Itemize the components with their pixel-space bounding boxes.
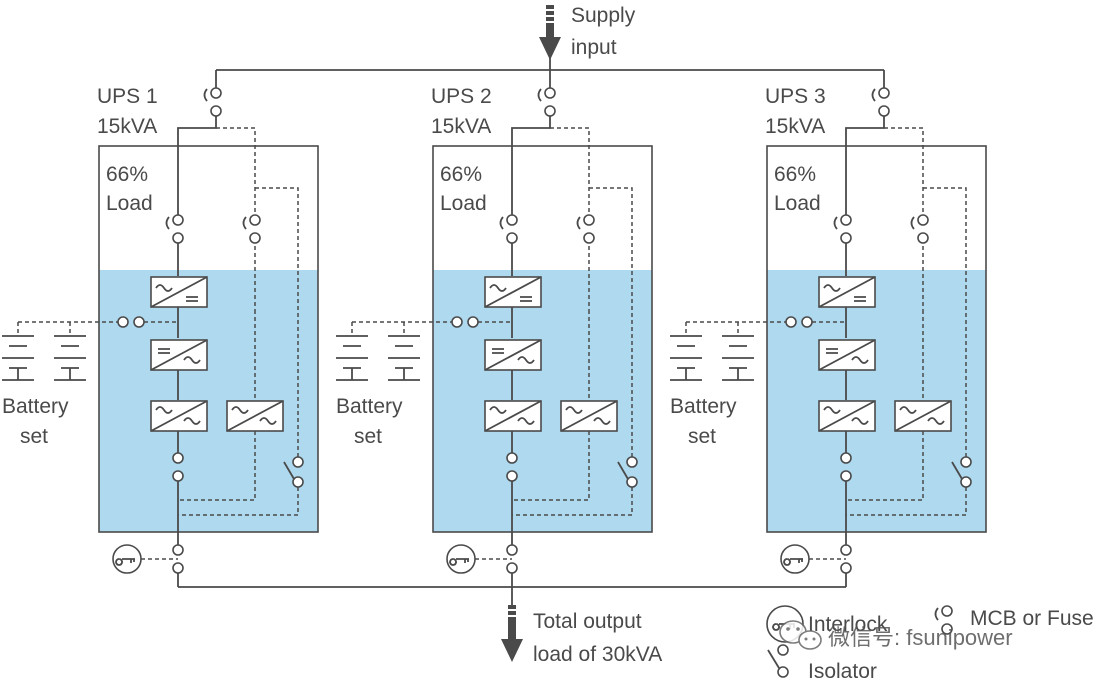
total-output: Total output load of 30kVA <box>501 587 662 666</box>
total-output-line1: Total output <box>533 610 642 633</box>
ups-load-word: Load <box>774 192 821 215</box>
isolator-icon <box>951 461 963 480</box>
battery-icon <box>2 322 86 381</box>
ups-rating: 15kVA <box>97 115 157 138</box>
battery-label-line1: Battery <box>336 395 403 418</box>
watermark-text: 微信号: fsunipower <box>828 625 1013 650</box>
input-bus <box>216 58 884 71</box>
watermark: 微信号: fsunipower <box>779 620 1013 650</box>
total-output-line2: load of 30kVA <box>533 643 662 666</box>
isolator-icon <box>283 461 295 480</box>
supply-label-line1: Supply <box>571 4 636 27</box>
ups-unit-2: UPS 2 15kVA 66% Load Battery set <box>336 70 653 587</box>
supply-label-line2: input <box>571 36 617 59</box>
legend: Interlock MCB or Fuse Isolator <box>766 605 1094 683</box>
battery-label-line2: set <box>354 425 382 448</box>
ups-load-word: Load <box>440 192 487 215</box>
output-arrow-icon <box>501 639 523 662</box>
ups-name: UPS 3 <box>765 85 826 108</box>
ups-unit-3: UPS 3 15kVA 66% Load Battery set <box>670 70 987 587</box>
ups-load-pct: 66% <box>440 163 482 186</box>
ups-name: UPS 1 <box>97 85 158 108</box>
legend-mcb-label: MCB or Fuse <box>970 607 1094 630</box>
isolator-icon <box>617 461 629 480</box>
mcb-icon <box>833 216 838 230</box>
supply-arrow-icon <box>539 37 561 60</box>
legend-isolator-label: Isolator <box>808 660 877 683</box>
mcb-icon <box>499 216 504 230</box>
mcb-icon <box>871 88 876 102</box>
legend-mcb-icon <box>941 605 953 617</box>
battery-label-line1: Battery <box>2 395 69 418</box>
mcb-icon <box>910 216 915 230</box>
legend-interlock-label: Interlock <box>808 613 888 636</box>
wechat-icon <box>779 620 822 650</box>
ups-load-pct: 66% <box>774 163 816 186</box>
legend-isolator-icon <box>777 644 789 656</box>
mcb-icon <box>242 216 247 230</box>
mcb-icon <box>576 216 581 230</box>
ups-rating: 15kVA <box>431 115 491 138</box>
mcb-icon <box>203 88 208 102</box>
ups-load-pct: 66% <box>106 163 148 186</box>
battery-icon <box>336 322 420 381</box>
battery-label-line1: Battery <box>670 395 737 418</box>
ups-name: UPS 2 <box>431 85 492 108</box>
ups-unit-1: UPS 1 15kVA 66% Load Battery set <box>2 70 319 587</box>
mcb-icon <box>165 216 170 230</box>
ups-rating: 15kVA <box>765 115 825 138</box>
ups-load-word: Load <box>106 192 153 215</box>
battery-icon <box>670 322 754 381</box>
battery-label-line2: set <box>20 425 48 448</box>
supply-input: Supply input <box>539 4 636 60</box>
battery-label-line2: set <box>688 425 716 448</box>
mcb-icon <box>537 88 542 102</box>
